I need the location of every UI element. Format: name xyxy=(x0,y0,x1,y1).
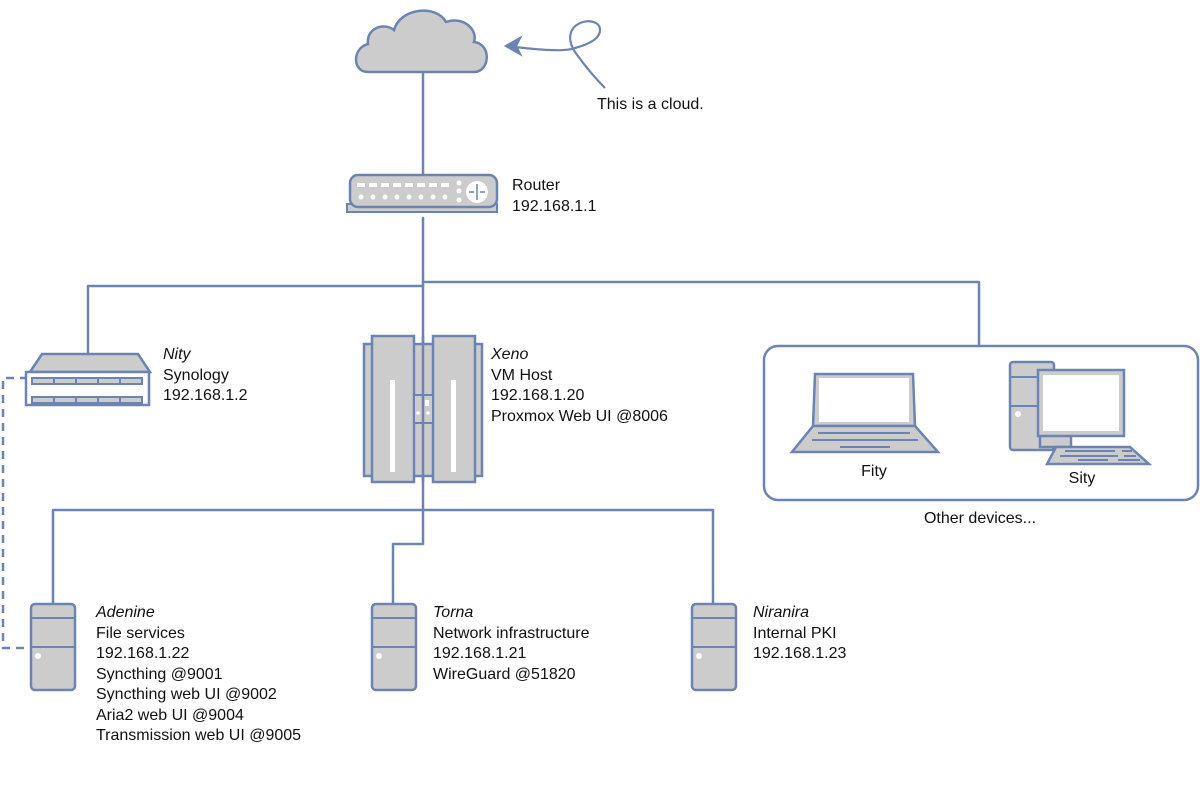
xeno-label: Xeno VM Host 192.168.1.20 Proxmox Web UI… xyxy=(491,345,668,427)
device-sity-label: Sity xyxy=(1068,470,1096,487)
server-tower-torna xyxy=(370,602,418,692)
adenine-name: Adenine xyxy=(96,604,155,621)
other-devices-label: Other devices... xyxy=(923,510,1037,527)
torna-line: Network infrastructure xyxy=(433,624,590,642)
nas-icon xyxy=(24,352,153,407)
nity-line: Synology xyxy=(163,366,229,384)
xeno-line: VM Host xyxy=(491,366,553,384)
cloud-annotation: This is a cloud. xyxy=(597,96,704,113)
torna-line: WireGuard @51820 xyxy=(433,665,576,683)
adenine-label: Adenine File services 192.168.1.22 Synct… xyxy=(96,603,301,747)
server-tower-niranira xyxy=(690,602,738,692)
connector-adenine xyxy=(51,508,425,606)
adenine-line: Aria2 web UI @9004 xyxy=(96,706,244,724)
adenine-line: 192.168.1.22 xyxy=(96,645,190,662)
adenine-line: Syncthing @9001 xyxy=(96,665,223,683)
nity-name: Nity xyxy=(163,346,191,363)
xeno-line: Proxmox Web UI @8006 xyxy=(491,407,668,425)
router-icon xyxy=(346,173,499,213)
xeno-line: 192.168.1.20 xyxy=(491,387,585,404)
router-label: Router 192.168.1.1 xyxy=(512,176,597,217)
xeno-name: Xeno xyxy=(491,346,529,363)
cloud-icon xyxy=(354,9,488,74)
router-title: Router xyxy=(512,177,561,194)
nity-line: 192.168.1.2 xyxy=(163,387,248,404)
adenine-line: Transmission web UI @9005 xyxy=(96,727,302,744)
annotation-arrow xyxy=(503,20,606,89)
laptop-icon xyxy=(789,372,941,454)
niranira-label: Niranira Internal PKI 192.168.1.23 xyxy=(753,603,846,665)
nity-label: Nity Synology 192.168.1.2 xyxy=(163,345,248,407)
connector-torna xyxy=(391,508,425,606)
adenine-line: File services xyxy=(96,624,185,642)
other-devices-group xyxy=(762,344,1200,502)
device-fity-label: Fity xyxy=(861,463,887,480)
connector-nity-adenine-dashed xyxy=(1,376,30,650)
niranira-name: Niranira xyxy=(753,604,810,621)
niranira-line: 192.168.1.23 xyxy=(753,645,847,662)
connector-other-devices xyxy=(421,280,981,348)
desktop-icon xyxy=(1008,360,1153,466)
torna-label: Torna Network infrastructure 192.168.1.2… xyxy=(433,603,590,685)
connector-niranira xyxy=(421,508,715,606)
torna-name: Torna xyxy=(433,604,474,621)
server-tower-adenine xyxy=(29,602,77,692)
torna-line: 192.168.1.21 xyxy=(433,645,527,662)
router-ip: 192.168.1.1 xyxy=(512,197,597,215)
niranira-line: Internal PKI xyxy=(753,624,837,642)
connector-nity xyxy=(86,284,425,356)
adenine-line: Syncthing web UI @9002 xyxy=(96,686,277,703)
